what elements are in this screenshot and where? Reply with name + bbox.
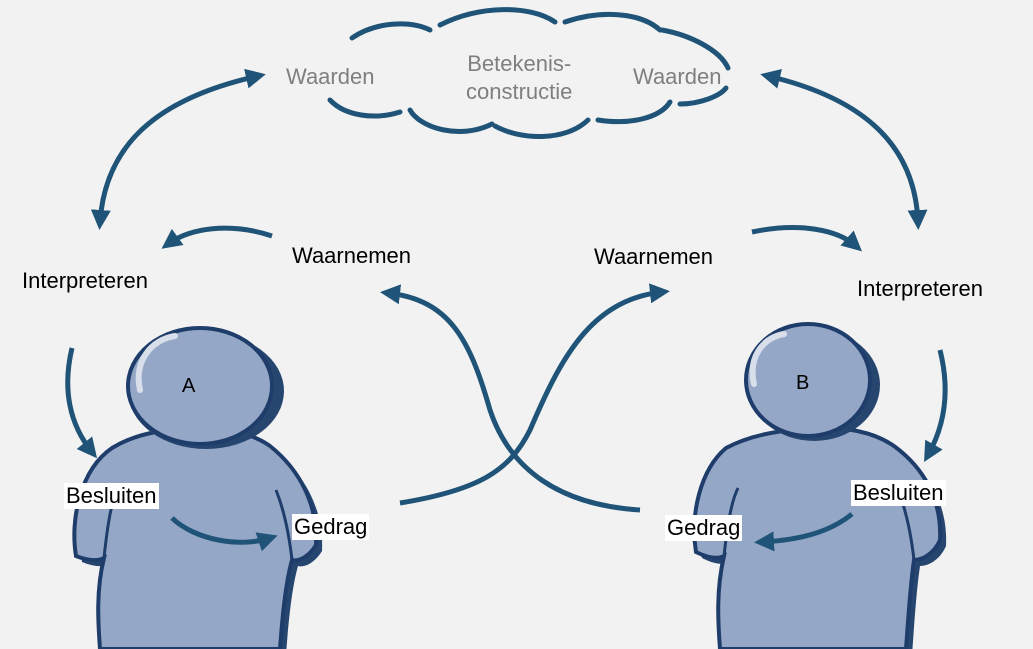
label-behavior-a: Gedrag: [292, 514, 370, 540]
arrow-perceive-to-interpret-b: [751, 225, 862, 252]
label-behavior-b: Gedrag: [665, 515, 743, 541]
label-decide-a: Besluiten: [64, 483, 159, 509]
label-meaning-line-2: constructie: [466, 79, 573, 104]
label-perceive-a: Waarnemen: [292, 243, 412, 268]
label-values-right: Waarden: [633, 64, 722, 89]
cloud-shape: [327, 7, 731, 140]
label-values-left: Waarden: [286, 64, 375, 89]
label-perceive-b: Waarnemen: [594, 244, 714, 269]
label-interpret-a: Interpreteren: [22, 268, 148, 293]
arrow-values-a: [90, 68, 266, 230]
label-letter-b: B: [796, 372, 810, 394]
arrow-behavior-a-to-perceive-b: [399, 283, 670, 506]
arrow-behavior-b-to-perceive-a: [380, 284, 641, 513]
arrow-values-b: [760, 69, 928, 230]
arrow-decide-to-behavior-b: [754, 512, 854, 552]
arrow-interpret-to-decide-b: [924, 349, 948, 462]
label-decide-b: Besluiten: [851, 480, 946, 506]
label-interpret-b: Interpreteren: [857, 276, 983, 301]
label-meaning-construction: Betekenis- constructie: [466, 50, 572, 106]
arrow-perceive-to-interpret-a: [161, 225, 273, 249]
person-a-figure: [72, 326, 323, 649]
label-meaning-line-1: Betekenis-: [467, 51, 572, 76]
arrow-interpret-to-decide-a: [65, 347, 98, 459]
arrow-decide-to-behavior-a: [170, 516, 278, 552]
label-letter-a: A: [182, 375, 196, 397]
